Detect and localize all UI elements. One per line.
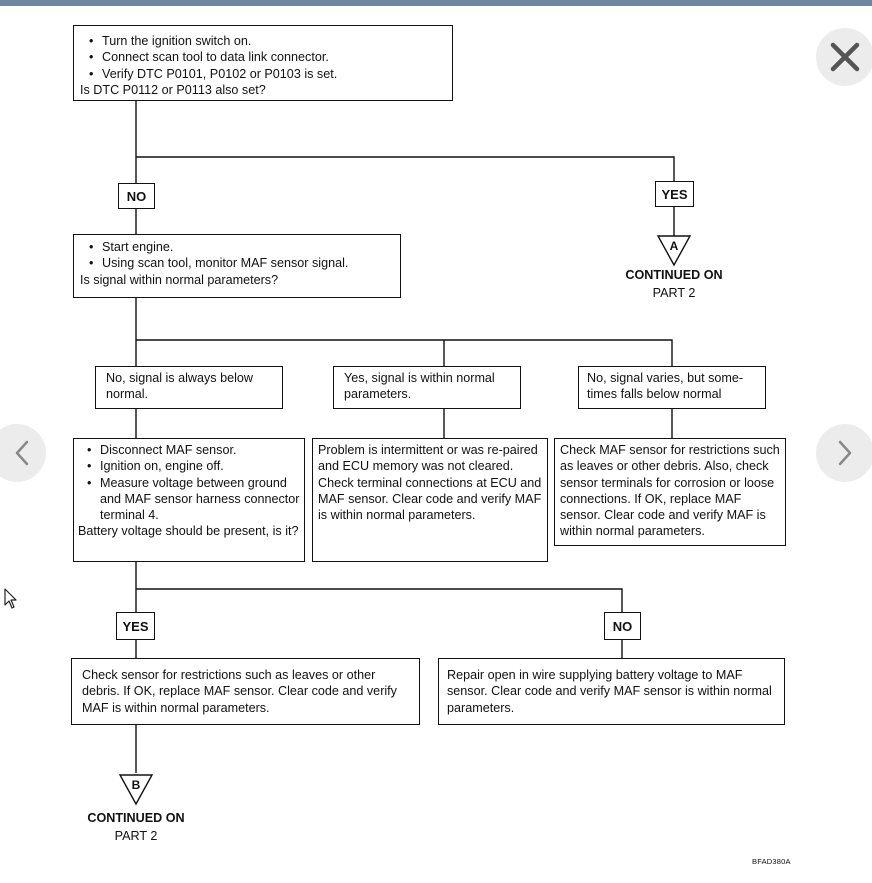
continued-a-line2: PART 2 [652,286,696,300]
chevron-right-icon [838,440,852,466]
close-button[interactable] [816,28,872,86]
engine-step-question: Is signal within normal parameters? [80,272,279,287]
disconnect-step-bullet: Disconnect MAF sensor. [78,442,300,459]
answer-yes-label-2: YES [116,612,155,640]
branch-within-normal-box: Yes, signal is within normal parameters. [333,366,521,409]
answer-no-label-2: NO [604,612,641,640]
continued-a-line1: CONTINUED ON [625,268,723,282]
viewer-top-bar [0,0,872,6]
connector-b-triangle [118,774,154,806]
start-step-question: Is DTC P0112 or P0113 also set? [80,82,266,97]
connector-a-triangle [656,235,692,267]
disconnect-step-bullet: Ignition on, engine off. [78,458,300,475]
check-restrictions-box: Check MAF sensor for restrictions such a… [554,438,786,546]
connector-b-marker: B [132,778,141,792]
no-action-box: Repair open in wire supplying battery vo… [438,658,785,725]
disconnect-step-question: Battery voltage should be present, is it… [78,524,299,539]
disconnect-step-box: Disconnect MAF sensor. Ignition on, engi… [73,438,305,562]
start-step-bullet: Verify DTC P0101, P0102 or P0103 is set. [80,66,446,83]
engine-step-bullet: Start engine. [80,239,394,256]
engine-step-box: Start engine. Using scan tool, monitor M… [73,234,401,298]
cursor-arrow-icon [4,588,17,609]
close-icon [830,42,860,72]
disconnect-step-bullet: Measure voltage between ground and MAF s… [78,475,300,524]
engine-step-bullet: Using scan tool, monitor MAF sensor sign… [80,255,394,272]
branch-below-normal-box: No, signal is always below normal. [95,366,283,409]
continued-a-note: CONTINUED ON PART 2 [604,266,744,302]
start-step-bullet: Turn the ignition switch on. [80,33,446,50]
chevron-left-icon [15,440,29,466]
start-step-box: Turn the ignition switch on. Connect sca… [73,25,453,101]
answer-yes-label: YES [655,181,694,207]
next-image-button[interactable] [816,424,872,482]
start-step-bullet: Connect scan tool to data link connector… [80,49,446,66]
yes-action-box: Check sensor for restrictions such as le… [71,658,420,725]
previous-image-button[interactable] [0,424,46,482]
connector-a-marker: A [670,239,679,253]
continued-b-line1: CONTINUED ON [87,811,185,825]
answer-no-label: NO [118,183,155,209]
intermittent-step-box: Problem is intermittent or was re-paired… [312,438,548,562]
figure-reference: BFAD380A [752,857,791,866]
continued-b-line2: PART 2 [114,829,158,843]
continued-b-note: CONTINUED ON PART 2 [66,809,206,845]
branch-varies-box: No, signal varies, but some-times falls … [578,366,766,409]
